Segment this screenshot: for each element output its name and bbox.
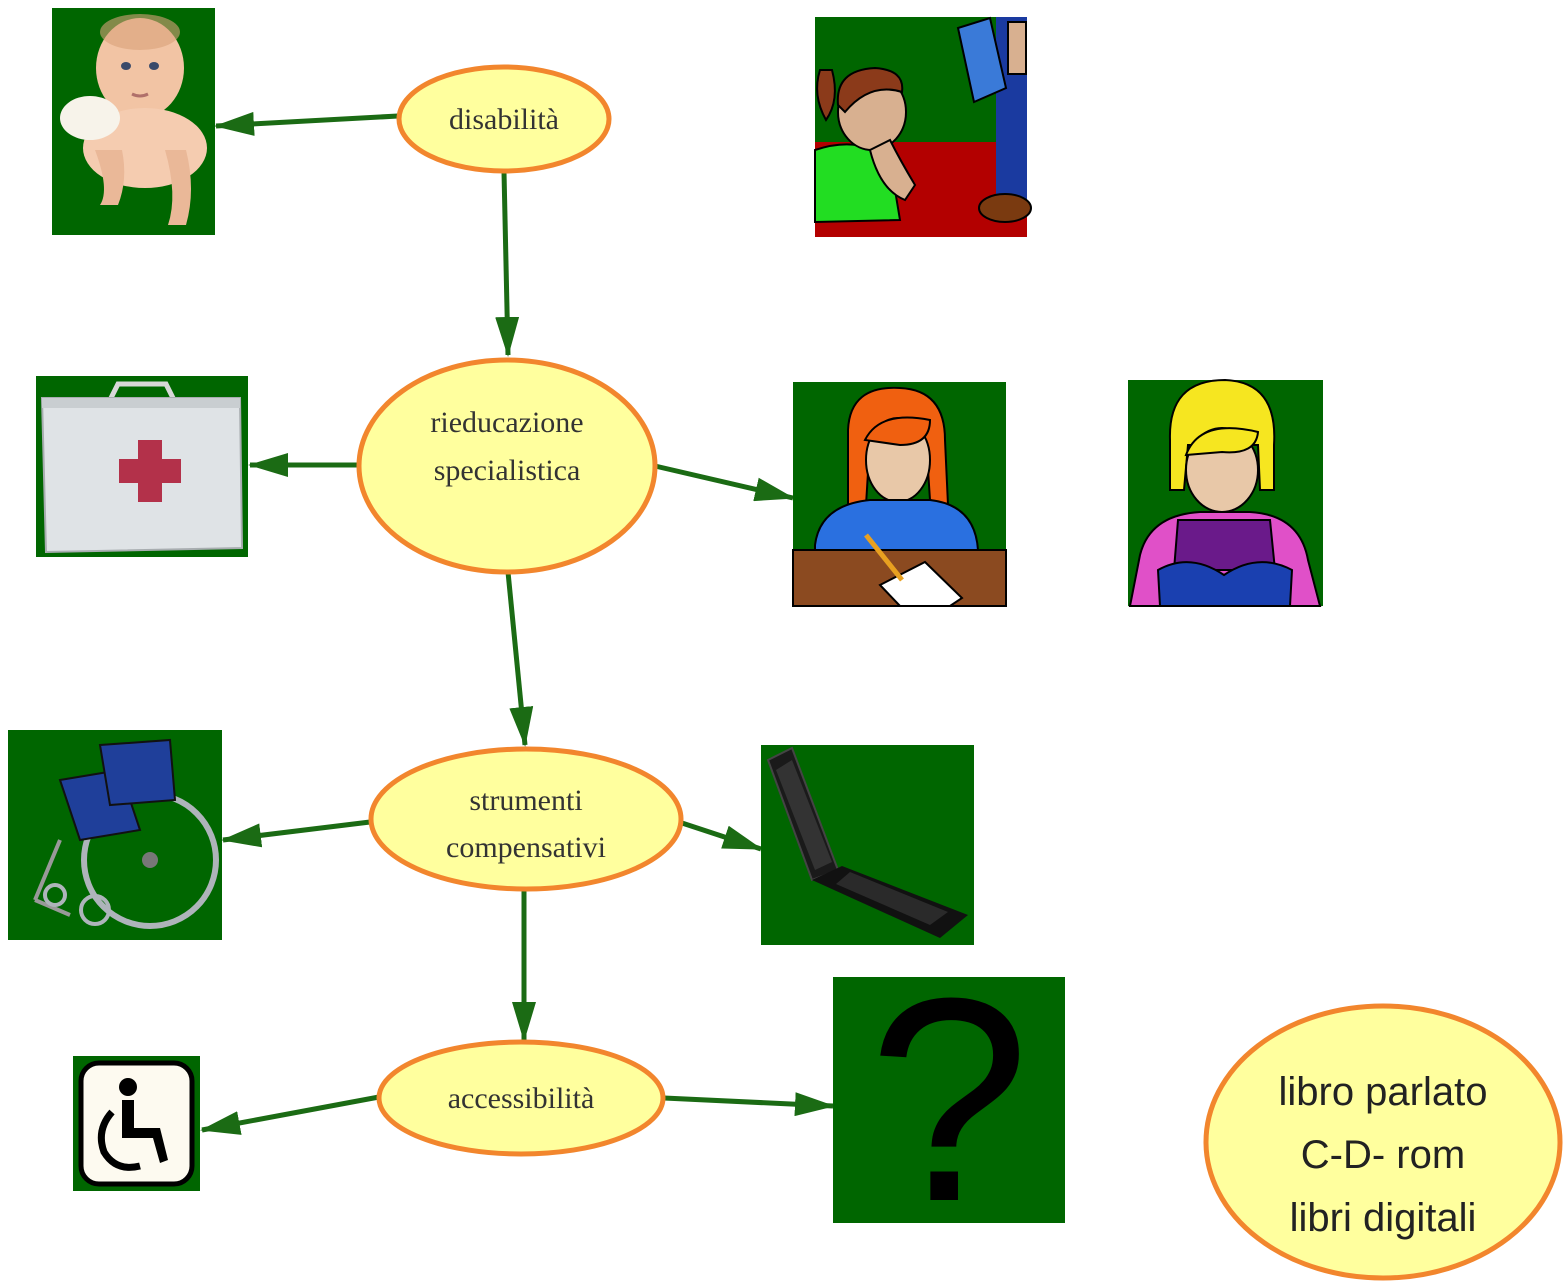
edge-disabilita-baby bbox=[214, 111, 399, 136]
node-disabilita: disabilità bbox=[396, 64, 612, 174]
note-line-3: libri digitali bbox=[1290, 1196, 1477, 1240]
edges bbox=[200, 111, 835, 1135]
accessibility-sign-image bbox=[73, 1056, 200, 1191]
node-accessibilita: accessibilità bbox=[376, 1039, 666, 1157]
edge-rieducazione-strumenti bbox=[505, 571, 534, 747]
question-mark-image: ? bbox=[833, 938, 1065, 1262]
note-line-1: libro parlato bbox=[1278, 1070, 1487, 1114]
wheelchair-image bbox=[8, 730, 222, 940]
edge-rieducazione-writing bbox=[654, 463, 795, 502]
node-rieducazione: rieducazione specialistica bbox=[356, 357, 658, 575]
edge-accessibilita-question bbox=[663, 1092, 835, 1117]
node-disabilita-label: disabilità bbox=[449, 103, 559, 136]
storytime-image bbox=[814, 16, 1032, 237]
girl-writing-image bbox=[792, 382, 1007, 607]
node-rieducazione-label-2: specialistica bbox=[434, 454, 581, 487]
node-strumenti-label-1: strumenti bbox=[469, 784, 582, 817]
note-libro-parlato: libro parlato C-D- rom libri digitali bbox=[1203, 1003, 1563, 1281]
baby-figure bbox=[60, 14, 207, 225]
first-aid-kit-image bbox=[36, 376, 248, 557]
node-rieducazione-label-1: rieducazione bbox=[430, 406, 583, 439]
girl-reading-image bbox=[1128, 378, 1323, 607]
question-mark-glyph: ? bbox=[868, 938, 1029, 1262]
node-strumenti-label-2: compensativi bbox=[446, 831, 606, 864]
edge-disabilita-rieducazione bbox=[495, 171, 520, 357]
edge-strumenti-wheelchair bbox=[221, 819, 371, 848]
node-strumenti: strumenti compensativi bbox=[368, 746, 684, 892]
laptop-image bbox=[761, 745, 974, 945]
note-line-2: C-D- rom bbox=[1301, 1133, 1465, 1177]
baby-image bbox=[52, 8, 215, 235]
edge-accessibilita-sign bbox=[200, 1094, 380, 1135]
node-accessibilita-label: accessibilità bbox=[448, 1082, 595, 1115]
edge-strumenti-laptop bbox=[681, 820, 763, 852]
